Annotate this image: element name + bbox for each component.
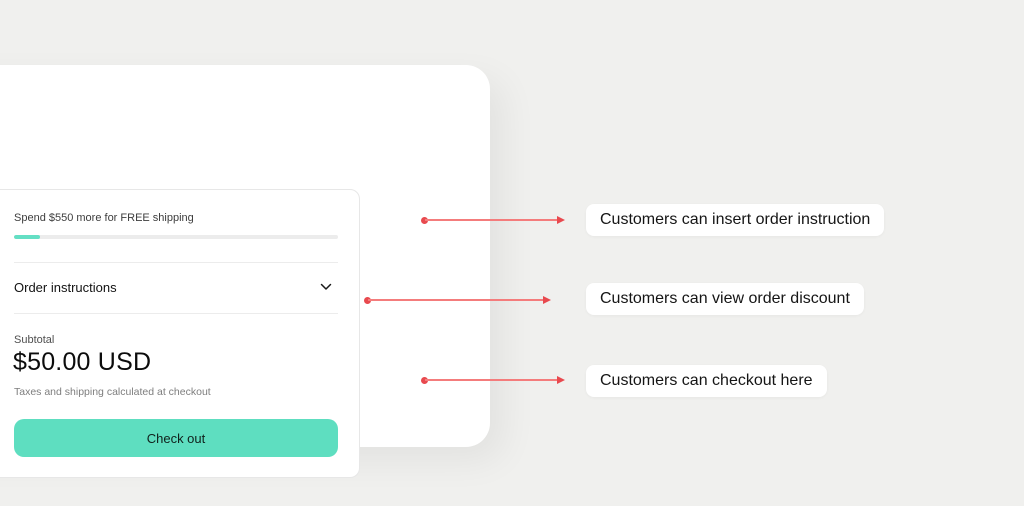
shipping-progress-fill xyxy=(14,235,40,239)
arrow-dot xyxy=(421,216,428,224)
arrow-head xyxy=(543,296,551,304)
divider xyxy=(14,262,338,263)
shipping-progress-bar xyxy=(14,235,338,239)
cart-card: TOTAL 0.00 Remove 0.00 Remove Spend $550… xyxy=(0,65,490,478)
annotation-label-order-discount: Customers can view order discount xyxy=(586,283,864,315)
chevron-down-icon xyxy=(320,283,332,290)
arrow-dot xyxy=(364,296,371,304)
arrow-head xyxy=(557,216,565,224)
order-summary-card: Spend $550 more for FREE shipping Order … xyxy=(0,189,360,478)
arrow-dot xyxy=(421,376,428,384)
arrow-line xyxy=(425,219,558,221)
annotation-label-order-instructions: Customers can insert order instruction xyxy=(586,204,885,236)
annotation-label-checkout: Customers can checkout here xyxy=(586,365,827,397)
checkout-button[interactable]: Check out xyxy=(14,419,338,457)
order-instructions-toggle[interactable]: Order instructions xyxy=(14,274,338,300)
arrow-line xyxy=(425,379,558,381)
divider xyxy=(14,313,338,314)
free-shipping-message: Spend $550 more for FREE shipping xyxy=(14,212,194,224)
subtotal-label: Subtotal xyxy=(14,334,55,346)
order-instructions-label: Order instructions xyxy=(14,279,117,295)
arrow-head xyxy=(557,376,565,384)
tax-shipping-note: Taxes and shipping calculated at checkou… xyxy=(14,386,211,398)
subtotal-amount: $50.00 USD xyxy=(13,348,152,376)
arrow-line xyxy=(368,299,544,301)
